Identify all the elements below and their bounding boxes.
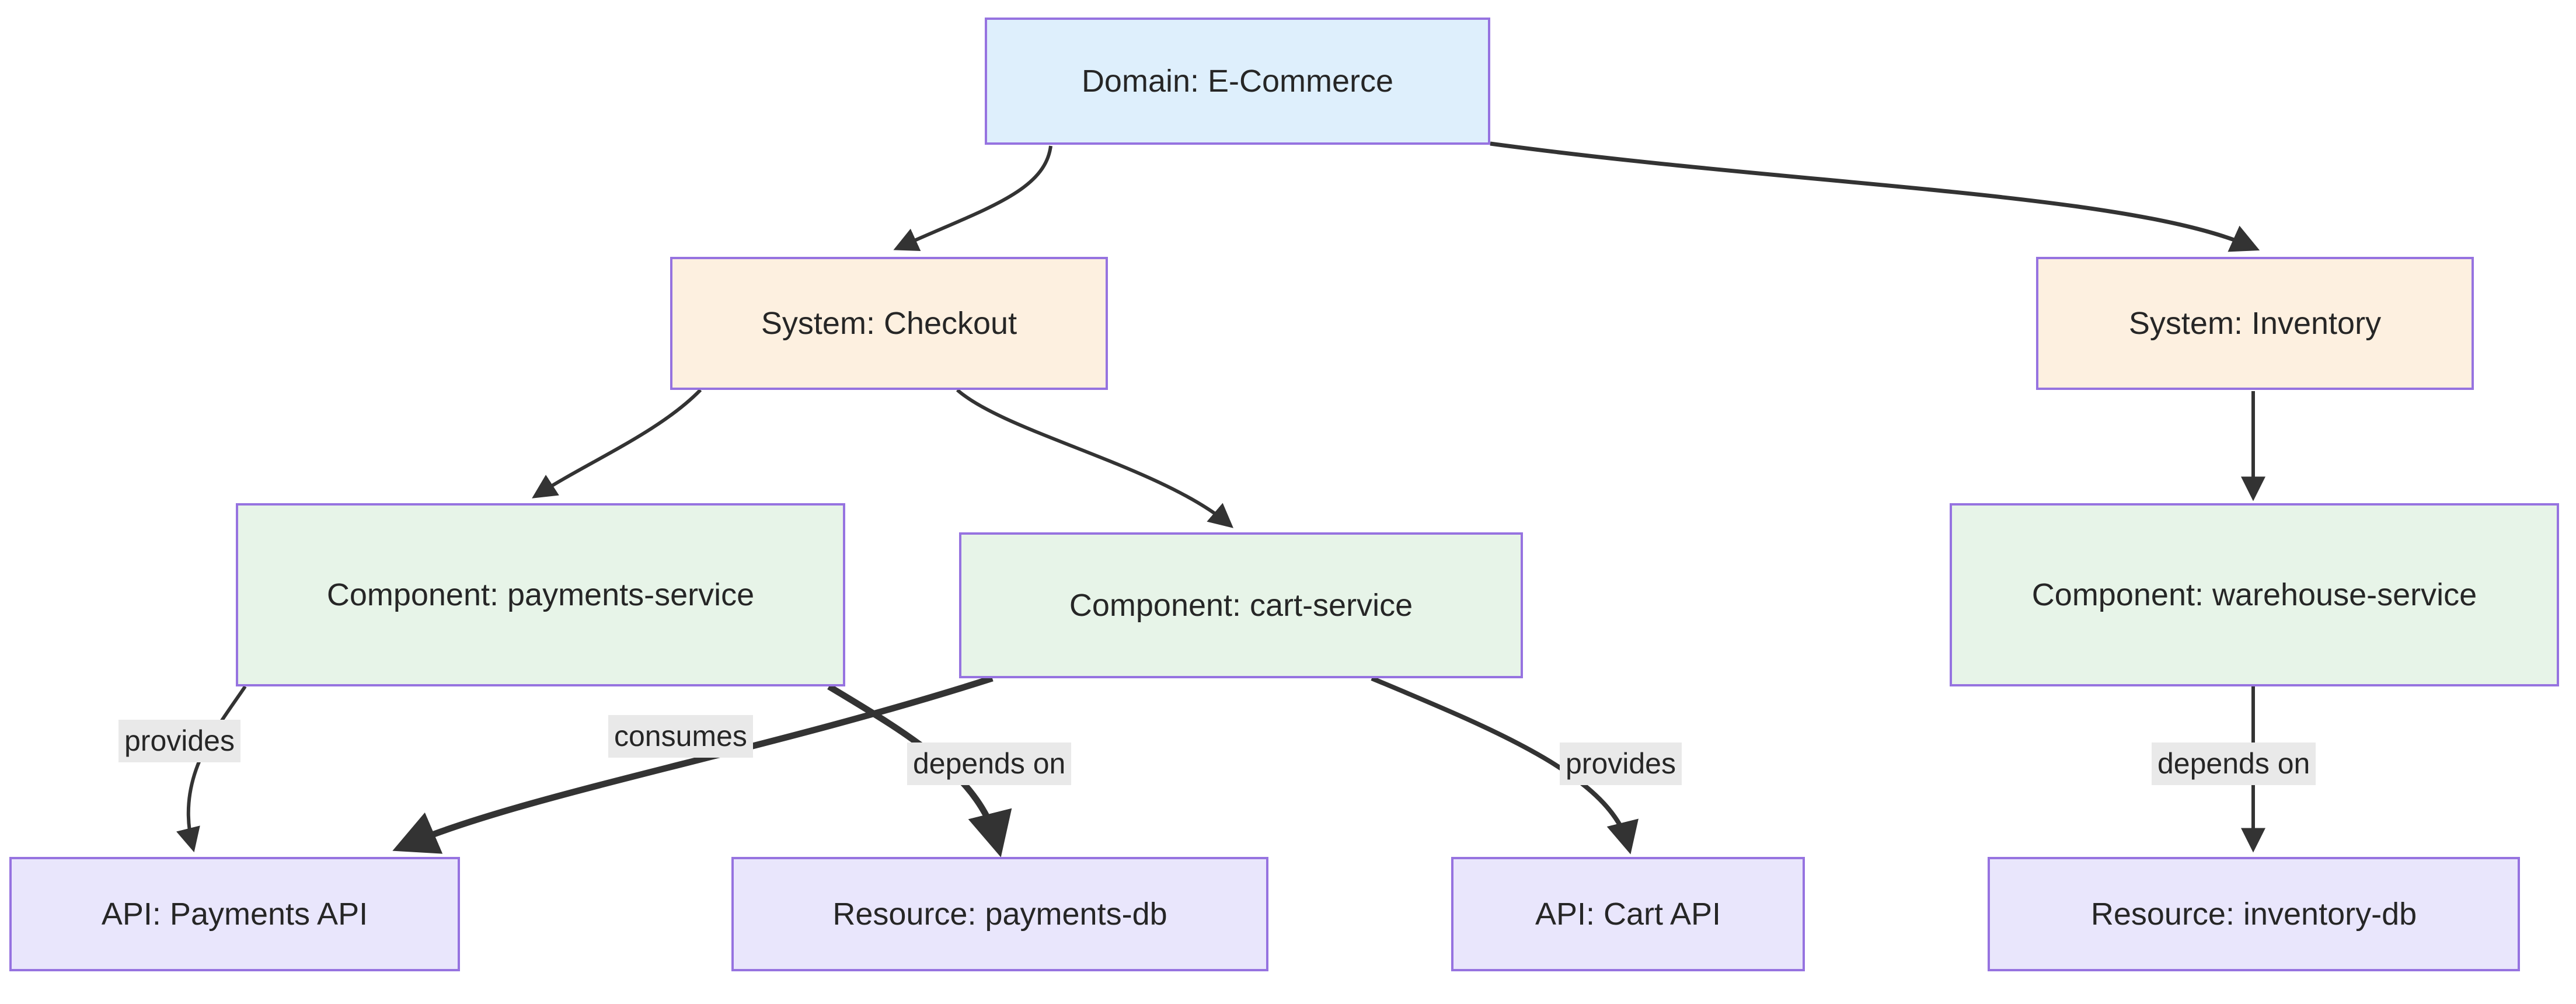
edge-label-consumes-payments-api: consumes: [608, 715, 753, 758]
node-label-component-payments-service: Component: payments-service: [326, 577, 755, 612]
node-label-component-warehouse-service: Component: warehouse-service: [2031, 577, 2477, 612]
edge-cart-service-consumes-payments-api: [392, 675, 994, 854]
edge-label-provides-cart-api: provides: [1560, 742, 1682, 785]
edge-domain-to-inventory: [1490, 141, 2260, 252]
node-label-resource-payments-db: Resource: payments-db: [832, 896, 1167, 932]
node-system-inventory[interactable]: System: Inventory: [2036, 257, 2474, 390]
edge-label-provides-payments-api: provides: [118, 720, 240, 762]
node-label-resource-inventory-db: Resource: inventory-db: [2090, 896, 2417, 932]
node-label-api-payments: API: Payments API: [101, 896, 368, 932]
edge-checkout-to-cart-service: [956, 388, 1233, 528]
node-component-cart-service[interactable]: Component: cart-service: [959, 532, 1523, 678]
node-resource-inventory-db[interactable]: Resource: inventory-db: [1988, 857, 2520, 971]
node-component-payments-service[interactable]: Component: payments-service: [236, 503, 845, 686]
edge-cart-service-provides-cart-api: [1371, 676, 1639, 855]
node-component-warehouse-service[interactable]: Component: warehouse-service: [1950, 503, 2559, 686]
node-label-system-inventory: System: Inventory: [2128, 305, 2382, 341]
node-label-api-cart: API: Cart API: [1535, 896, 1721, 932]
node-label-component-cart-service: Component: cart-service: [1069, 587, 1413, 623]
node-domain-ecommerce[interactable]: Domain: E-Commerce: [985, 18, 1490, 145]
edge-label-depends-on-payments-db: depends on: [907, 742, 1072, 785]
node-resource-payments-db[interactable]: Resource: payments-db: [731, 857, 1268, 971]
node-label-system-checkout: System: Checkout: [761, 305, 1017, 341]
node-api-cart[interactable]: API: Cart API: [1451, 857, 1805, 971]
node-label-domain-ecommerce: Domain: E-Commerce: [1081, 63, 1394, 99]
edge-checkout-to-payments-service: [532, 388, 702, 498]
edge-domain-to-checkout: [893, 145, 1052, 252]
node-api-payments[interactable]: API: Payments API: [9, 857, 460, 971]
node-system-checkout[interactable]: System: Checkout: [670, 257, 1108, 390]
edge-payments-service-provides-payments-api: [176, 685, 247, 853]
edge-label-depends-on-inventory-db: depends on: [2152, 742, 2316, 785]
